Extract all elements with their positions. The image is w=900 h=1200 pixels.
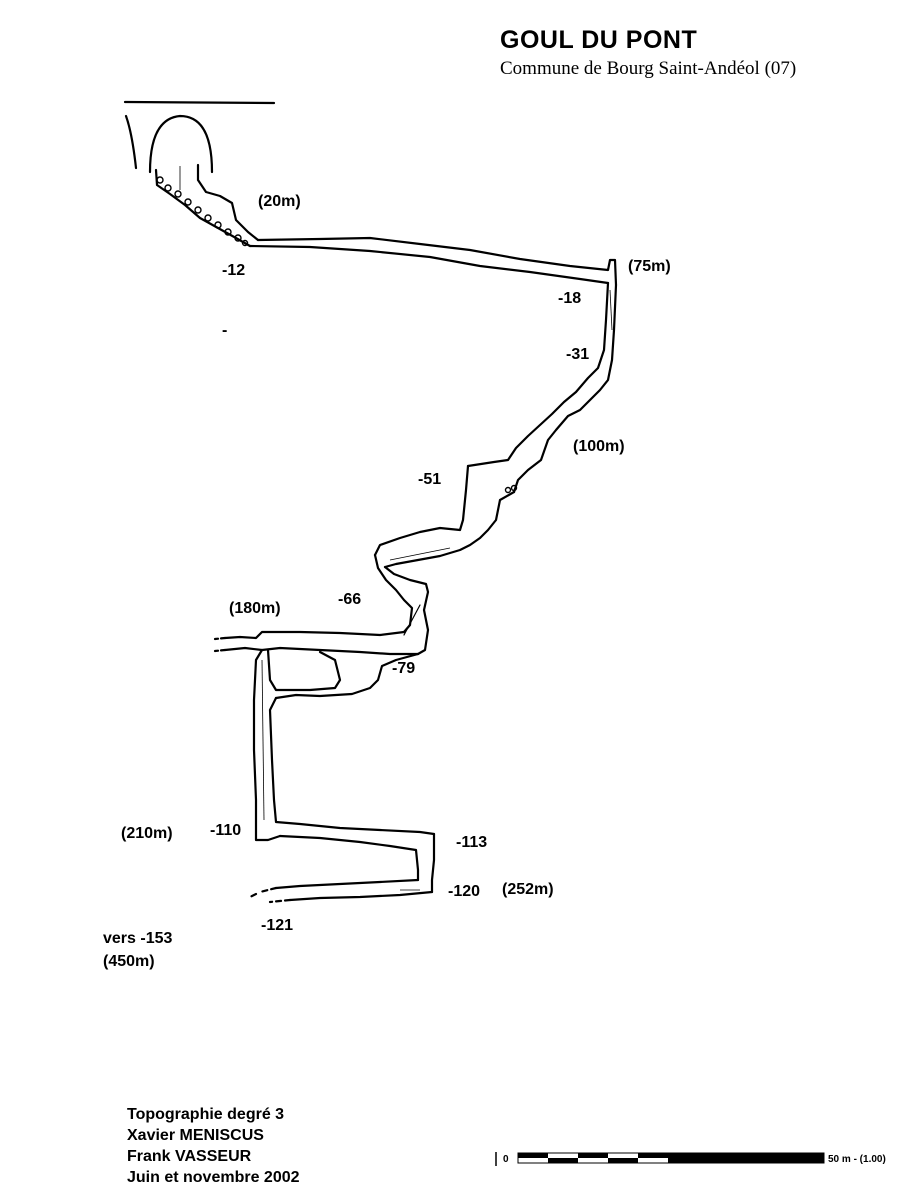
label-75m: (75m) <box>628 258 671 275</box>
section-51-wall-b <box>383 490 516 569</box>
scale-bar <box>495 1152 825 1166</box>
label-depth-31: -31 <box>566 346 590 363</box>
loop-79-wall <box>266 648 342 692</box>
scale-end-label: 50 m - (1.00) <box>828 1154 886 1165</box>
label-vers-153: vers -153 <box>103 930 173 947</box>
label-20m: (20m) <box>258 193 301 210</box>
label-depth-120: -120 <box>448 883 481 900</box>
label-depth-121: -121 <box>261 917 294 934</box>
label-depth-110: -110 <box>210 822 242 839</box>
label-210m: (210m) <box>121 825 173 842</box>
lower-gallery-wall-b <box>430 832 436 894</box>
label-depth-18: -18 <box>558 290 582 307</box>
label-450m: (450m) <box>103 953 155 970</box>
entrance-lower-wall <box>154 168 252 248</box>
label-depth-66: -66 <box>338 591 362 608</box>
boulder-details <box>156 176 518 494</box>
shaft-left-wall <box>466 281 610 468</box>
lower-gallery-end <box>288 890 434 902</box>
label-depth-51: -51 <box>418 471 442 488</box>
label-dash: - <box>222 322 228 339</box>
node-66-wall-a <box>373 553 414 634</box>
entrance-upper-wall <box>196 163 260 242</box>
gallery-bottom-wall <box>248 244 610 285</box>
credits-block: Topographie degré 3 Xavier MENISCUS Fran… <box>127 1104 300 1188</box>
big-shaft-left-wall <box>252 648 282 842</box>
node-66-wall-b <box>383 565 430 656</box>
continuation-dashed <box>248 886 292 904</box>
label-depth-12: -12 <box>222 262 246 279</box>
lower-gallery-floor <box>274 878 420 890</box>
label-depth-79: -79 <box>392 660 416 677</box>
shaft-right-wall <box>512 283 618 494</box>
label-180m: (180m) <box>229 600 281 617</box>
label-252m: (252m) <box>502 881 554 898</box>
section-51-wall-a <box>373 464 470 557</box>
label-100m: (100m) <box>573 438 625 455</box>
label-depth-113: -113 <box>456 834 488 851</box>
page-subtitle: Commune de Bourg Saint-Andéol (07) <box>500 58 797 79</box>
credits-date: Juin et novembre 2002 <box>127 1169 300 1186</box>
branch-180-top-wall <box>223 630 406 640</box>
surface-line <box>123 100 276 105</box>
loop-79-outer-wall <box>274 652 420 700</box>
lower-gallery-wall-a <box>278 834 420 882</box>
gallery-top-wall <box>256 236 618 287</box>
page-title: GOUL DU PONT <box>500 26 698 54</box>
branch-180-lower-wall <box>223 646 420 656</box>
credits-survey-grade: Topographie degré 3 <box>127 1106 285 1123</box>
credits-author-1: Xavier MENISCUS <box>127 1127 264 1144</box>
scale-start-label: 0 <box>503 1154 509 1165</box>
entrance-left-wall <box>124 114 138 170</box>
big-shaft-right-wall <box>268 696 436 836</box>
credits-author-2: Frank VASSEUR <box>127 1148 252 1165</box>
entrance-arch <box>148 114 214 174</box>
